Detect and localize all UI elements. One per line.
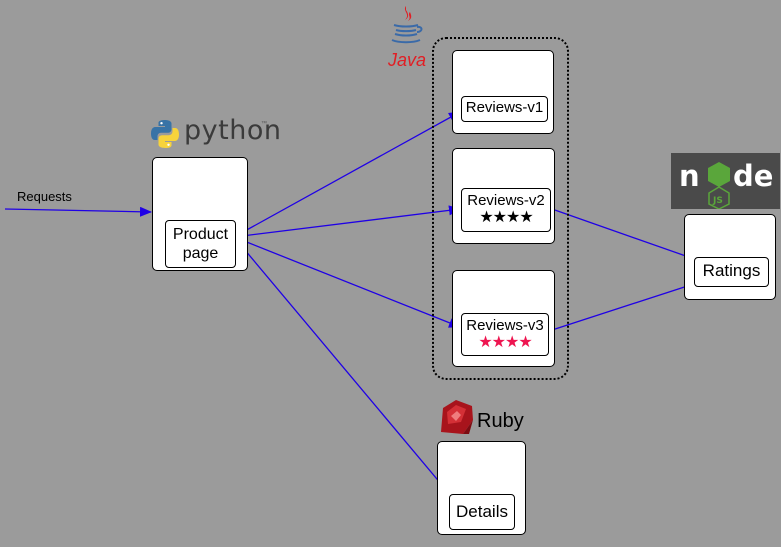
productpage-label: Product page <box>165 220 236 268</box>
arrow-reviews-v2-to-ratings <box>551 208 701 263</box>
ruby-logo: Ruby <box>439 398 531 438</box>
reviews-v3-label: Reviews-v3 ★★★★ <box>461 313 549 356</box>
arrow-requests-to-productpage <box>4 206 152 217</box>
python-icon <box>151 120 179 148</box>
arrow-productpage-to-reviews-v3 <box>233 236 461 328</box>
svg-text:de: de <box>733 159 773 193</box>
nodejs-icon: n de JS <box>679 159 773 209</box>
java-logo: Java <box>384 4 428 72</box>
python-logo: python ™ <box>150 115 281 152</box>
reviews-v1-label: Reviews-v1 <box>461 96 548 122</box>
reviews-v2-name: Reviews-v2 <box>467 192 545 209</box>
red-stars-icon: ★★★★ <box>478 334 532 351</box>
python-logo-text: python <box>184 115 282 146</box>
ruby-logo-text: Ruby <box>477 410 524 432</box>
svg-text:JS: JS <box>712 196 723 206</box>
black-stars-icon: ★★★★ <box>479 209 533 226</box>
reviews-group <box>432 37 569 380</box>
svg-text:n: n <box>679 159 700 193</box>
requests-label: Requests <box>17 189 72 204</box>
reviews-v2-label: Reviews-v2 ★★★★ <box>461 188 551 232</box>
details-label: Details <box>449 494 515 530</box>
arrow-reviews-v3-to-ratings <box>548 278 707 332</box>
ratings-label: Ratings <box>694 257 769 287</box>
arrows <box>4 111 707 498</box>
reviews-v3-name: Reviews-v3 <box>466 317 544 334</box>
nodejs-logo: n de JS node <box>671 153 780 209</box>
java-cup-icon <box>391 6 423 44</box>
ruby-gem-icon <box>441 400 473 434</box>
trademark-mark: ™ <box>261 121 267 127</box>
arrow-productpage-to-details <box>233 236 453 498</box>
java-logo-text: Java <box>388 50 427 70</box>
arrow-productpage-to-reviews-v2 <box>233 205 461 238</box>
arrow-productpage-to-reviews-v1 <box>233 111 461 238</box>
